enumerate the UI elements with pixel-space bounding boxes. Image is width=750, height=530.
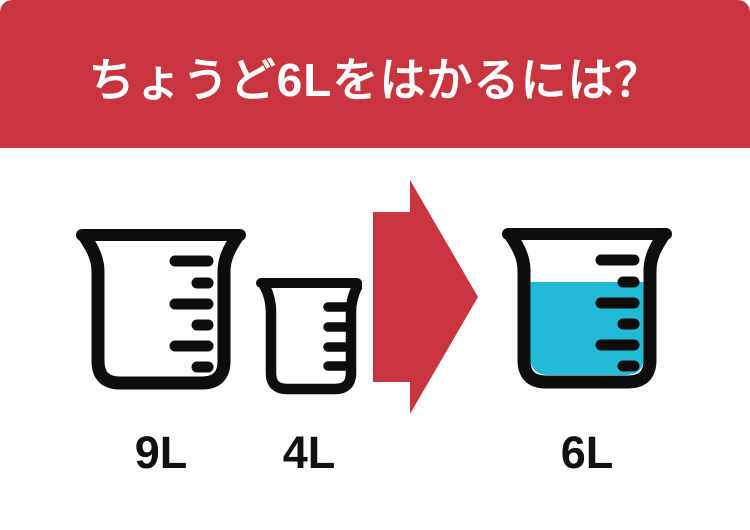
beaker-body — [78, 230, 244, 390]
beaker-outline — [76, 229, 246, 390]
beaker-outline — [502, 228, 672, 389]
beaker-body — [504, 229, 670, 389]
beaker-4l-icon — [256, 278, 362, 395]
beaker-9l-label: 9L — [134, 427, 188, 478]
measurement-ticks — [323, 302, 354, 371]
title-banner: ちょうど6Lをはかるには？ — [0, 0, 750, 148]
beaker-6l-icon — [502, 228, 672, 389]
beaker-9l-icon — [76, 229, 246, 390]
page-title: ちょうど6Lをはかるには？ — [88, 54, 662, 106]
beaker-outline — [256, 278, 362, 395]
right-arrow-icon — [373, 180, 478, 414]
beaker-body — [258, 279, 362, 395]
measurement-ticks — [595, 254, 640, 372]
beaker-4l-label: 4L — [282, 427, 336, 478]
right-arrow-shape — [373, 180, 478, 414]
beaker-6l-label: 6L — [560, 427, 614, 478]
measurement-ticks — [169, 255, 214, 373]
